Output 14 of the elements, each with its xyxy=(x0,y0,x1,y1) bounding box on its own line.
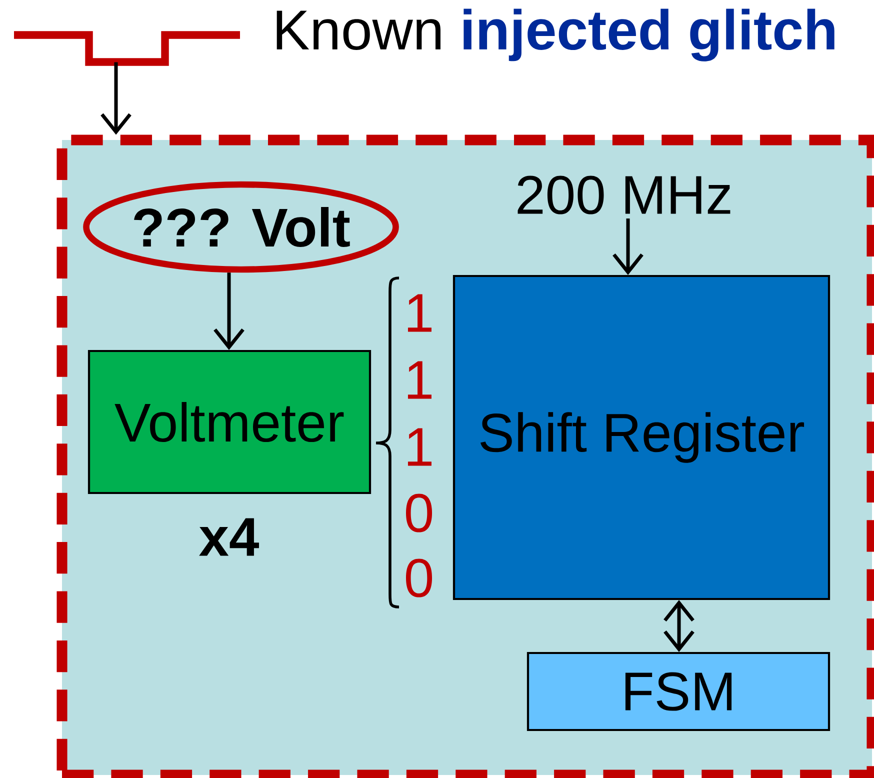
process-box: Shift Register xyxy=(452,274,830,600)
process-box: FSM xyxy=(526,652,830,732)
bit-value: 1 xyxy=(408,361,432,399)
multiplier-label: x4 xyxy=(199,518,259,556)
arrow xyxy=(100,62,132,135)
clock-label: 200 MHz xyxy=(518,176,730,214)
glitch-caption: Known injected glitch xyxy=(276,8,834,62)
bit-value: 0 xyxy=(406,558,432,598)
process-box: Voltmeter xyxy=(88,350,372,494)
bit-value: 1 xyxy=(408,428,432,466)
arrow xyxy=(214,272,244,350)
bit-value: 0 xyxy=(406,494,432,532)
glitch-waveform-drawing xyxy=(14,31,240,66)
bit-value: 1 xyxy=(408,294,432,332)
